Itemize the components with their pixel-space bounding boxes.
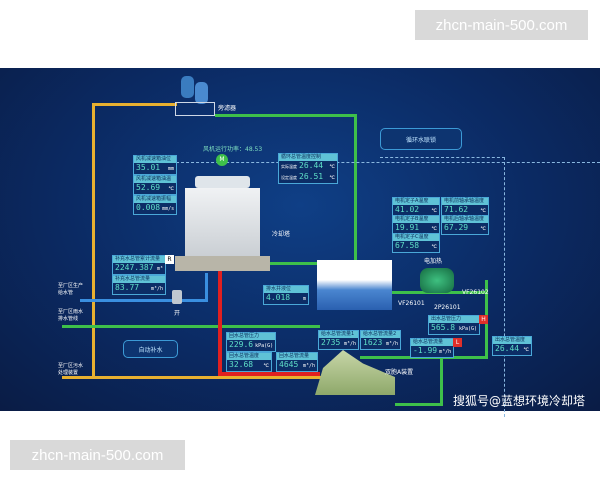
cooling-tower-label: 冷却塔 bbox=[272, 231, 291, 238]
return-pipe bbox=[218, 268, 222, 376]
outlet-label-production: 至厂区生产 给水管 bbox=[58, 283, 84, 296]
supply-loop bbox=[395, 403, 443, 406]
outlet-label-rain: 至厂区雨水 排水管线 bbox=[58, 309, 84, 322]
sewage-pipe bbox=[62, 376, 322, 379]
watermark: zhcn-main-500.com bbox=[10, 440, 185, 470]
badge-high: H bbox=[479, 315, 488, 324]
supply-pipe bbox=[354, 114, 357, 260]
water-tank bbox=[317, 260, 392, 310]
interlock-button[interactable]: 循环水联锁 bbox=[380, 128, 462, 150]
sewage-pipe bbox=[92, 103, 177, 106]
supply-loop bbox=[440, 356, 443, 406]
cooling-tower[interactable] bbox=[175, 176, 270, 271]
dashed-line bbox=[176, 162, 600, 163]
supply-pipe bbox=[215, 114, 357, 117]
valve-vf1-label: VF26101 bbox=[398, 300, 425, 307]
side-filter-label: 旁滤器 bbox=[218, 105, 237, 112]
makeup-pipe bbox=[205, 273, 208, 302]
outlet-label-sewage: 至厂区污水 处理装置 bbox=[58, 363, 84, 376]
badge-r: R bbox=[165, 255, 174, 264]
makeup-pipe bbox=[80, 299, 208, 302]
motor-icon: M bbox=[216, 154, 228, 166]
pump-label: 2P26101 bbox=[434, 304, 461, 311]
auto-makeup-button[interactable]: 自动补水 bbox=[123, 340, 178, 358]
return-pipe bbox=[218, 372, 320, 376]
dashed-frame bbox=[380, 157, 505, 417]
fan-power: 风机运行功率：48.53 bbox=[203, 146, 263, 153]
watermark: zhcn-main-500.com bbox=[415, 10, 588, 40]
scada-panel: 旁滤器 风机运行功率：48.53 M 冷却塔 开 电加热 VF26101 VF2… bbox=[0, 68, 600, 417]
badge-low: L bbox=[453, 338, 462, 347]
valve-vf2-label: VF26102 bbox=[462, 289, 489, 296]
device-label: 双胞A装置 bbox=[385, 369, 414, 376]
side-filter-icon bbox=[175, 76, 215, 124]
sewage-pipe bbox=[92, 103, 95, 378]
valve-icon[interactable] bbox=[172, 290, 182, 304]
pump-icon[interactable] bbox=[420, 268, 454, 293]
supply-pipe bbox=[270, 262, 320, 265]
credit-text: 搜狐号@蓝想环境冷却塔 bbox=[453, 394, 586, 408]
drain-pipe bbox=[62, 325, 320, 328]
electric-heating-label: 电加热 bbox=[424, 258, 443, 265]
valve-state: 开 bbox=[174, 310, 181, 317]
